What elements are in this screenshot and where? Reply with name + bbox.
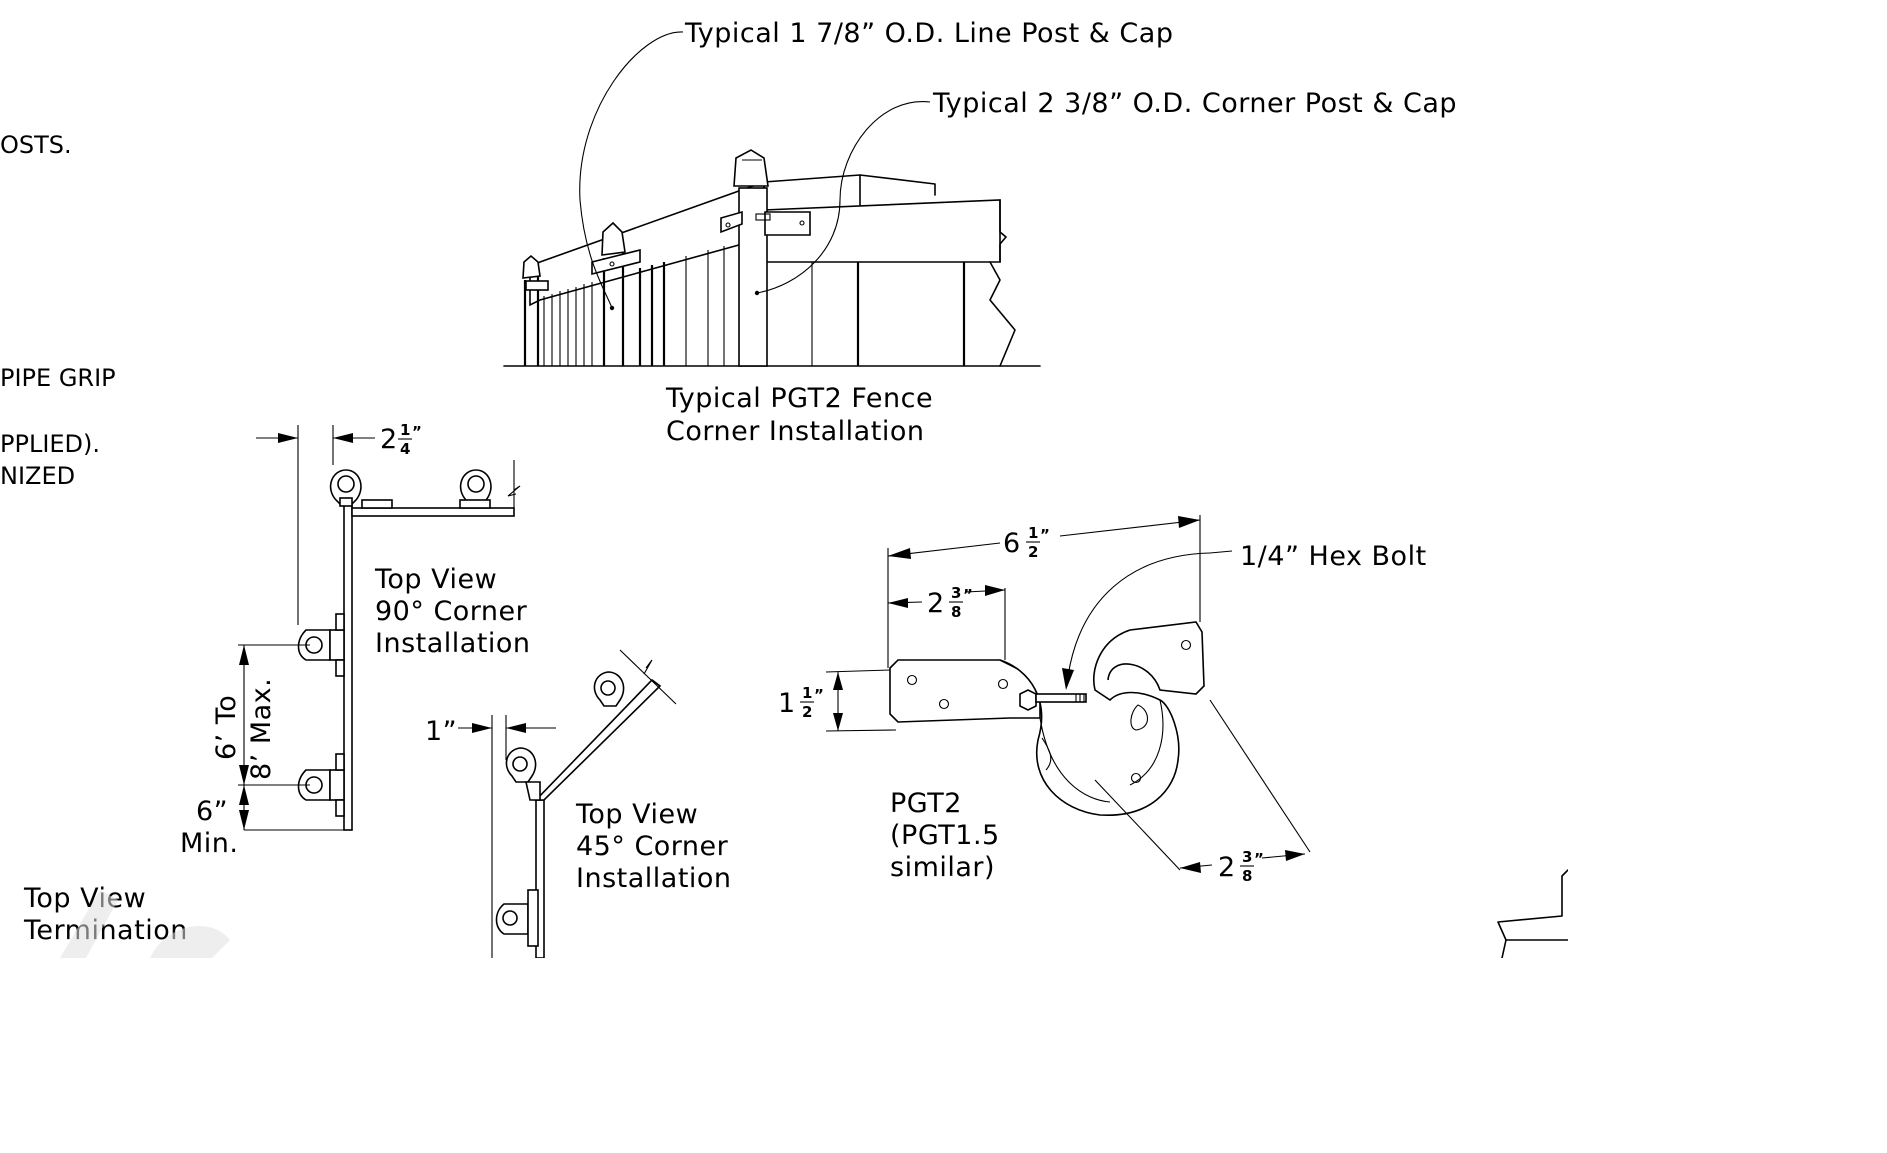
dim-inner-whole: 2 (927, 588, 945, 619)
dim-height-whole: 1 (778, 688, 796, 719)
line-post-leader (579, 31, 684, 309)
spacing-line-1: 6’ To (211, 695, 242, 760)
note-line-2: PIPE GRIP (0, 364, 116, 392)
dim-diameter-num: 3 (1242, 848, 1252, 866)
top45-line-3: Installation (576, 863, 732, 894)
line-post-callout: Typical 1 7/8” O.D. Line Post & Cap (684, 18, 1173, 49)
note-line-1: OSTS. (0, 131, 72, 159)
top-view-45-corner (495, 649, 677, 958)
dim-height-den: 2 (802, 703, 812, 721)
corner-post-callout: Typical 2 3/8” O.D. Corner Post & Cap (932, 88, 1457, 119)
top45-line-1: Top View (575, 799, 698, 830)
hex-bolt-callout: 1/4” Hex Bolt (1240, 541, 1427, 572)
cutoff-detail (1497, 869, 1568, 958)
dim-1-inch: 1” (425, 716, 457, 747)
left-notes: OSTS. PIPE GRIP PPLIED). NIZED (0, 131, 116, 490)
dim-2-1-4-den: 4 (400, 440, 410, 458)
dim-diameter-whole: 2 (1218, 852, 1236, 883)
watermark-shape (60, 890, 230, 958)
termination-line-1: Top View (23, 883, 146, 914)
top90-line-2: 90° Corner (375, 596, 528, 627)
dim-height-num: 1 (802, 684, 812, 702)
dim-width-whole: 6 (1003, 528, 1021, 559)
corner-post-leader (756, 101, 931, 294)
top90-line-3: Installation (375, 628, 531, 659)
dim-diameter-unit: ” (1254, 850, 1264, 868)
corner-caption-line-1: Typical PGT2 Fence (665, 383, 933, 414)
top90-line-1: Top View (374, 564, 497, 595)
dim-width-den: 2 (1028, 543, 1038, 561)
spacing-line-2: 8’ Max. (246, 678, 277, 780)
note-line-4: NIZED (0, 462, 75, 490)
dim-inner-unit: ” (963, 586, 973, 604)
dim-2-1-4-whole: 2 (380, 424, 398, 455)
note-line-3: PPLIED). (0, 430, 100, 458)
dim-width-num: 1 (1028, 524, 1038, 542)
corner-installation-sketch (503, 149, 1041, 367)
pgt2-line-2: (PGT1.5 (890, 820, 1000, 851)
min-line-1: 6” (196, 796, 228, 827)
dim-height-unit: ” (814, 686, 824, 704)
dim-inner-num: 3 (951, 584, 961, 602)
dim-2-1-4-num: 1 (400, 421, 410, 439)
dim-width-unit: ” (1040, 526, 1050, 544)
top-view-90-corner (297, 460, 521, 831)
pgt2-line-1: PGT2 (890, 788, 962, 819)
fence-detail-drawing: OSTS. PIPE GRIP PPLIED). NIZED (0, 18, 1568, 958)
pgt2-line-3: similar) (890, 852, 995, 883)
dim-2-1-4-unit: ” (412, 423, 422, 441)
dim-inner-den: 8 (951, 603, 961, 621)
hex-bolt-leader (1067, 552, 1211, 677)
corner-caption-line-2: Corner Installation (666, 416, 924, 447)
top45-line-2: 45° Corner (576, 831, 729, 862)
min-line-2: Min. (180, 828, 239, 859)
dim-diameter-den: 8 (1242, 867, 1252, 885)
pgt2-fitting (889, 621, 1205, 816)
